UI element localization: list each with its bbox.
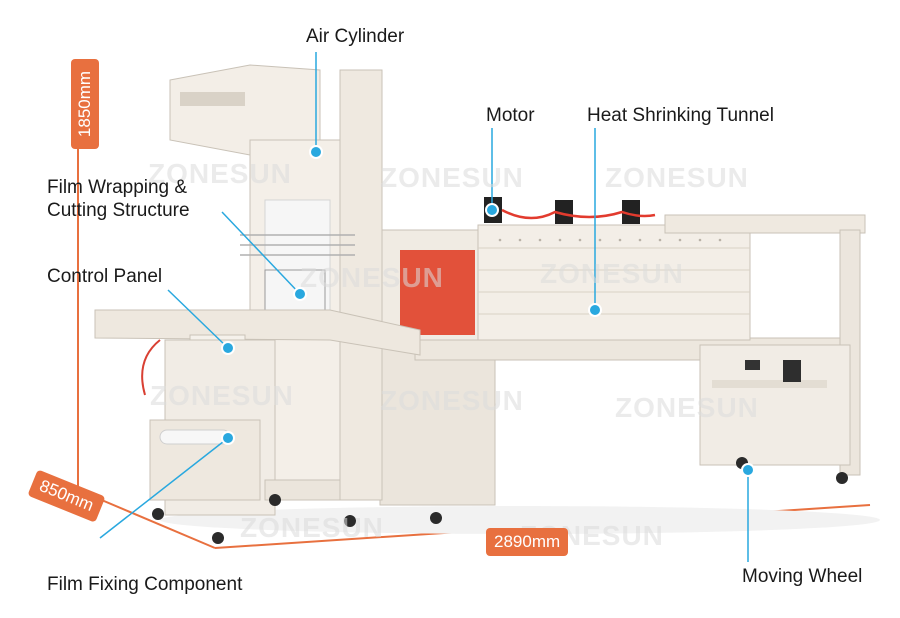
callout-dots [221, 145, 755, 477]
label-film-fixing-component: Film Fixing Component [47, 574, 243, 595]
watermark: ZONESUN [240, 512, 384, 543]
watermark: ZONESUN [380, 162, 524, 193]
label-air-cylinder: Air Cylinder [306, 26, 405, 47]
tunnel-curtain [400, 250, 475, 335]
watermark: ZONESUN [150, 380, 294, 411]
label-motor: Motor [486, 105, 535, 126]
label-control-panel: Control Panel [47, 266, 163, 287]
watermark: ZONESUN [380, 385, 524, 416]
watermark: ZONESUN [615, 392, 759, 423]
label-film-wrapping-line2: Cutting Structure [47, 200, 190, 221]
label-film-wrapping-line1: Film Wrapping & [47, 177, 188, 198]
watermark: ZONESUN [148, 158, 292, 189]
watermark: ZONESUN [300, 262, 444, 293]
label-moving-wheel: Moving Wheel [742, 566, 863, 587]
floor-shadow [160, 506, 880, 534]
sleeve-wrapper [94, 64, 421, 516]
dimension-height-badge: 1850mm [71, 59, 99, 149]
watermark: ZONESUN [605, 162, 749, 193]
dimension-length-badge: 2890mm [486, 528, 569, 556]
callout-lines [99, 52, 749, 562]
watermark: ZONESUN [540, 258, 684, 289]
tunnel-motors [484, 197, 656, 224]
label-heat-shrinking-tunnel: Heat Shrinking Tunnel [587, 105, 774, 126]
heat-shrinking-tunnel [379, 214, 866, 506]
